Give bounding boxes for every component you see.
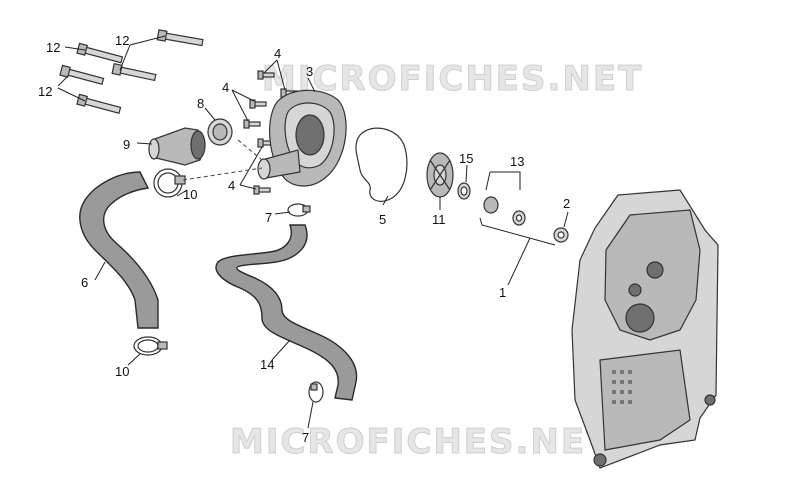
- callout-4-a: 4: [274, 46, 281, 61]
- callout-7-a: 7: [265, 210, 272, 225]
- engine-side-cover: [571, 189, 719, 469]
- callout-14: 14: [260, 357, 274, 372]
- callout-10-b: 10: [115, 364, 129, 379]
- hose-clamp-7-upper: [287, 203, 311, 217]
- hose-clamp-10-upper: [153, 168, 186, 198]
- bolt-12-b: [156, 29, 204, 47]
- bolt-12-d: [59, 64, 105, 85]
- callout-12-a: 12: [46, 40, 60, 55]
- seal-ring-2: [553, 227, 569, 243]
- callout-8: 8: [197, 96, 204, 111]
- impeller-11: [426, 152, 454, 198]
- assembly-dashed-lines: [182, 139, 263, 181]
- callout-13: 13: [510, 154, 524, 169]
- hose-clamp-10-lower: [133, 336, 168, 356]
- callout-2: 2: [563, 196, 570, 211]
- shaft-kit-13: [483, 196, 526, 226]
- callout-4-c: 4: [228, 178, 235, 193]
- thermostat-housing-9: [148, 127, 206, 166]
- callout-15: 15: [459, 151, 473, 166]
- callout-12-b: 12: [115, 33, 129, 48]
- hose-14: [215, 224, 358, 401]
- screw-4-group: [243, 70, 298, 195]
- bolt-12-e: [76, 93, 122, 114]
- callout-5: 5: [379, 212, 386, 227]
- callout-12-c: 12: [38, 84, 52, 99]
- callout-7-b: 7: [302, 430, 309, 445]
- bolt-12-c: [111, 62, 157, 82]
- callout-1: 1: [499, 285, 506, 300]
- watermark-bottom: MICROFICHES.NET: [230, 422, 611, 462]
- seal-15: [457, 182, 471, 200]
- callout-10-a: 10: [183, 187, 197, 202]
- hose-clamp-7-lower: [308, 381, 324, 403]
- hose-6: [79, 171, 159, 329]
- callout-4-b: 4: [222, 80, 229, 95]
- callout-11: 11: [432, 212, 446, 227]
- thermostat-8: [207, 118, 233, 146]
- callout-labels: 12 12 12 4 3 4 8 9 4 10 7 6 10 14 7 5 11…: [38, 33, 570, 445]
- leader-lines: [57, 35, 569, 429]
- gasket-5: [355, 127, 408, 202]
- callout-6: 6: [81, 275, 88, 290]
- callout-3: 3: [306, 64, 313, 79]
- callout-9: 9: [123, 137, 130, 152]
- bolt-12-group: [59, 29, 204, 114]
- pump-cover-3: [257, 89, 347, 187]
